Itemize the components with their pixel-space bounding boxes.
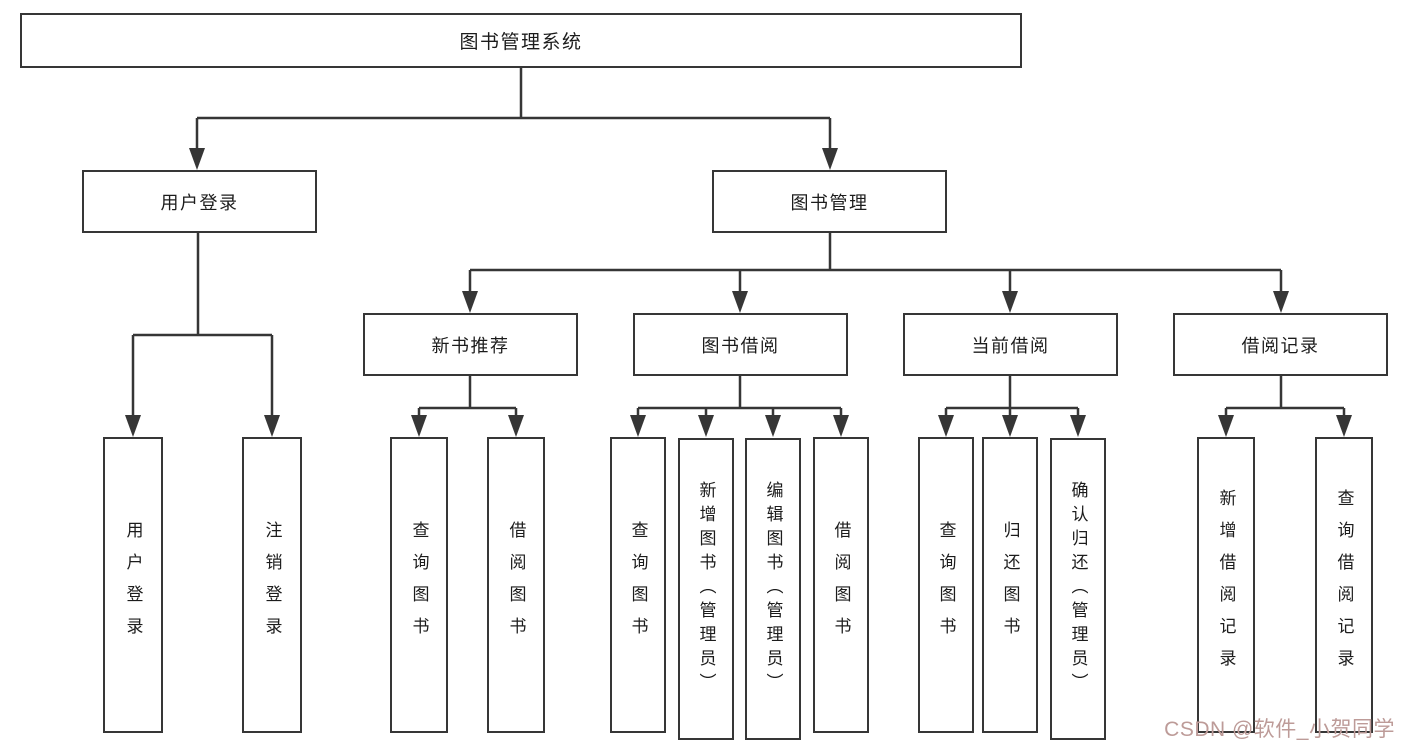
node-borrowing-records: 借阅记录: [1173, 313, 1388, 376]
leaf-borrow-books-recommend: 借阅图书: [487, 437, 545, 733]
leaf-label: 注销登录: [262, 521, 282, 649]
leaf-add-books-admin: 新增图书（管理员）: [678, 438, 734, 740]
node-book-borrowing: 图书借阅: [633, 313, 848, 376]
leaf-label: 编辑图书（管理员）: [763, 481, 783, 697]
leaf-borrow-books: 借阅图书: [813, 437, 869, 733]
edges-book-mgmt-to-modules: [462, 233, 1289, 313]
arrowhead: [1273, 291, 1289, 313]
leaf-query-books-borrowing: 查询图书: [610, 437, 666, 733]
arrowhead: [1070, 415, 1086, 437]
leaf-return-books: 归还图书: [982, 437, 1038, 733]
arrowhead: [822, 148, 838, 170]
arrowhead: [411, 415, 427, 437]
arrowhead: [698, 415, 714, 437]
arrowhead: [508, 415, 524, 437]
leaf-label: 查询图书: [936, 521, 956, 649]
leaf-logout: 注销登录: [242, 437, 302, 733]
leaf-add-borrow-record: 新增借阅记录: [1197, 437, 1255, 733]
arrowhead: [125, 415, 141, 437]
node-new-book-recommend: 新书推荐: [363, 313, 578, 376]
arrowhead: [1336, 415, 1352, 437]
leaf-user-login: 用户登录: [103, 437, 163, 733]
leaf-query-books-current: 查询图书: [918, 437, 974, 733]
leaf-label: 归还图书: [1000, 521, 1020, 649]
arrowhead: [1002, 415, 1018, 437]
node-label: 图书管理系统: [459, 32, 583, 53]
csdn-watermark: CSDN @软件_小贺同学: [1164, 718, 1395, 741]
node-label: 新书推荐: [431, 335, 510, 356]
arrowhead: [630, 415, 646, 437]
leaf-label: 查询图书: [409, 521, 429, 649]
leaf-label: 查询图书: [628, 521, 648, 649]
leaf-label: 借阅图书: [506, 521, 526, 649]
arrowhead: [1218, 415, 1234, 437]
node-label: 借阅记录: [1241, 335, 1320, 356]
arrowhead: [938, 415, 954, 437]
leaf-confirm-return-admin: 确认归还（管理员）: [1050, 438, 1106, 740]
leaf-label: 用户登录: [123, 521, 143, 649]
edges-borrow-record: [1218, 376, 1352, 437]
leaf-label: 借阅图书: [831, 521, 851, 649]
arrowhead: [189, 148, 205, 170]
arrowhead: [833, 415, 849, 437]
leaf-label: 确认归还（管理员）: [1068, 481, 1088, 697]
node-label: 当前借阅: [971, 335, 1050, 356]
arrowhead: [264, 415, 280, 437]
edges-new-book-rec: [411, 376, 524, 437]
node-book-management-branch: 图书管理: [712, 170, 947, 233]
leaf-query-borrow-record: 查询借阅记录: [1315, 437, 1373, 733]
edges-book-borrow: [630, 376, 849, 437]
leaf-label: 新增图书（管理员）: [696, 481, 716, 697]
arrowhead: [1002, 291, 1018, 313]
edges-user-login-to-leaves: [125, 233, 280, 437]
leaf-label: 新增借阅记录: [1216, 489, 1236, 681]
node-current-borrowing: 当前借阅: [903, 313, 1118, 376]
leaf-label: 查询借阅记录: [1334, 489, 1354, 681]
leaf-query-books-recommend: 查询图书: [390, 437, 448, 733]
node-label: 图书借阅: [701, 335, 780, 356]
arrowhead: [732, 291, 748, 313]
edges-current-borrow: [938, 376, 1086, 437]
arrowhead: [765, 415, 781, 437]
arrowhead: [462, 291, 478, 313]
node-user-login-branch: 用户登录: [82, 170, 317, 233]
edges-root-to-branches: [189, 67, 838, 170]
node-label: 图书管理: [790, 192, 869, 213]
leaf-edit-books-admin: 编辑图书（管理员）: [745, 438, 801, 740]
node-root-system: 图书管理系统: [20, 13, 1022, 68]
node-label: 用户登录: [160, 192, 239, 213]
